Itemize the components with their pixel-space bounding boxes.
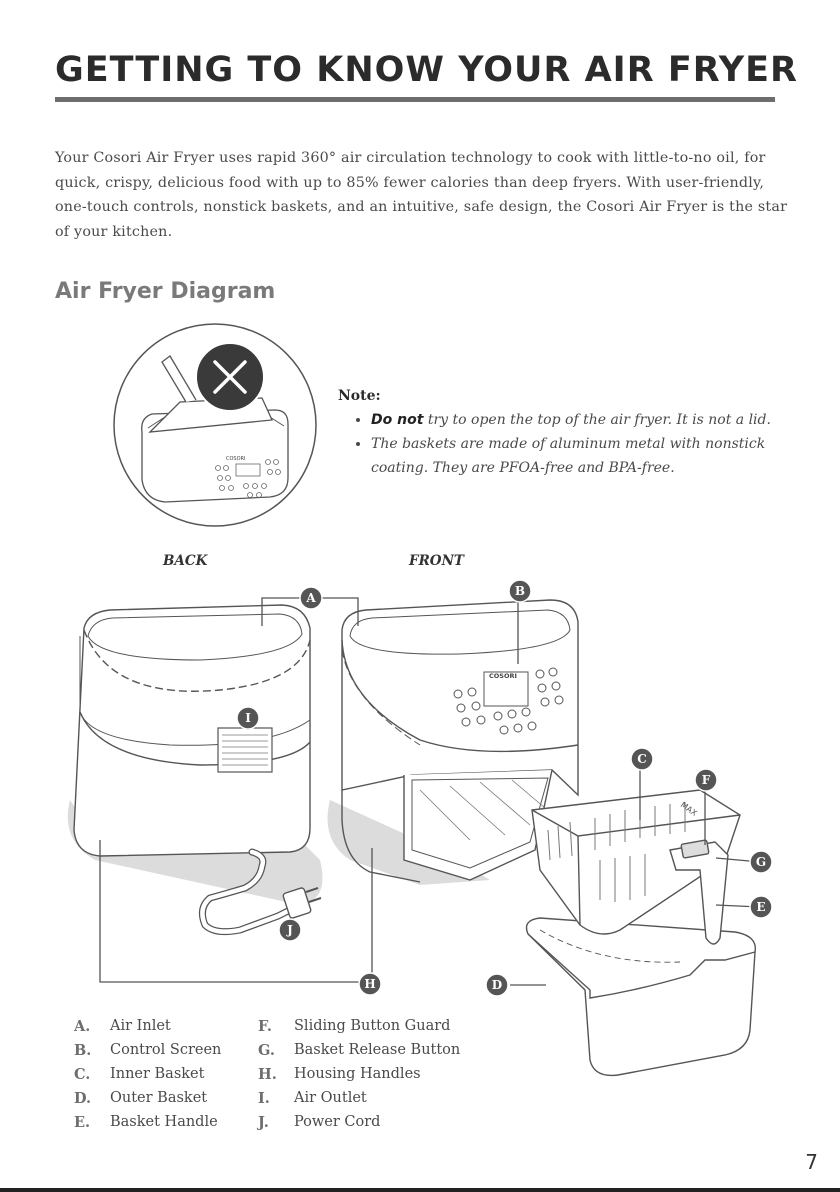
part-row: A. Air Inlet xyxy=(74,1018,221,1042)
note-item: The baskets are made of aluminum metal w… xyxy=(371,432,808,480)
title-underline xyxy=(55,97,775,102)
sliding-button-guard xyxy=(680,839,710,859)
front-view-label: FRONT xyxy=(409,553,464,569)
outer-basket xyxy=(525,917,757,1077)
control-screen xyxy=(483,671,529,707)
part-letter: B. xyxy=(74,1042,92,1059)
part-name: Inner Basket xyxy=(110,1066,205,1082)
part-name: Power Cord xyxy=(294,1114,381,1130)
callout-b: B xyxy=(508,579,532,603)
callout-i: I xyxy=(236,706,260,730)
svg-text:D: D xyxy=(492,978,502,992)
part-letter: C. xyxy=(74,1066,91,1083)
part-name: Control Screen xyxy=(110,1042,222,1058)
part-name: Basket Release Button xyxy=(294,1042,461,1058)
part-letter: I. xyxy=(258,1090,270,1107)
control-buttons xyxy=(453,667,564,735)
callout-d: D xyxy=(485,973,509,997)
back-view-label: BACK xyxy=(163,553,208,569)
callout-e: E xyxy=(749,895,773,919)
svg-text:H: H xyxy=(364,977,375,991)
part-name: Outer Basket xyxy=(110,1090,208,1106)
part-letter: G. xyxy=(258,1042,275,1059)
svg-text:J: J xyxy=(286,923,293,937)
part-name: Sliding Button Guard xyxy=(294,1018,451,1034)
part-letter: A. xyxy=(74,1018,91,1035)
front-unit: COSORI xyxy=(341,599,579,883)
note-item-text: try to open the top of the air fryer. It… xyxy=(423,412,771,428)
part-letter: J. xyxy=(258,1114,269,1131)
note-list: Do not try to open the top of the air fr… xyxy=(338,408,808,480)
part-name: Basket Handle xyxy=(110,1114,218,1130)
diagram-heading: Air Fryer Diagram xyxy=(55,279,276,304)
part-letter: E. xyxy=(74,1114,91,1131)
svg-text:F: F xyxy=(702,773,711,787)
svg-text:I: I xyxy=(245,711,251,725)
svg-text:E: E xyxy=(756,900,765,914)
bottom-rule xyxy=(0,1188,840,1192)
front-brand-text: COSORI xyxy=(489,672,517,680)
page-title: GETTING TO KNOW YOUR AIR FRYER xyxy=(55,50,798,90)
part-row: I. Air Outlet xyxy=(258,1090,460,1114)
note-box: Note: Do not try to open the top of the … xyxy=(338,388,808,480)
svg-text:B: B xyxy=(515,584,525,598)
part-row: C. Inner Basket xyxy=(74,1066,221,1090)
parts-list-left: A. Air Inlet B. Control Screen C. Inner Bas… xyxy=(74,1018,221,1138)
part-name: Air Inlet xyxy=(110,1018,171,1034)
callout-j: J xyxy=(278,918,302,942)
parts-list-right: F. Sliding Button Guard G. Basket Release … xyxy=(258,1018,460,1138)
intro-paragraph: Your Cosori Air Fryer uses rapid 360° ai… xyxy=(55,150,788,240)
part-row: F. Sliding Button Guard xyxy=(258,1018,460,1042)
svg-text:C: C xyxy=(637,752,647,766)
note-title: Note: xyxy=(338,388,381,404)
callout-c: C xyxy=(630,747,654,771)
power-plug xyxy=(282,887,312,919)
page-number: 7 xyxy=(805,1150,818,1174)
callout-h: H xyxy=(358,972,382,996)
note-emphasis: Do not xyxy=(371,412,424,428)
part-letter: H. xyxy=(258,1066,277,1083)
basket-handle xyxy=(669,841,729,945)
part-letter: F. xyxy=(258,1018,272,1035)
part-row: B. Control Screen xyxy=(74,1042,221,1066)
inset-buttons xyxy=(215,459,281,498)
callout-g: G xyxy=(749,850,773,874)
note-item: Do not try to open the top of the air fr… xyxy=(371,408,808,432)
part-row: J. Power Cord xyxy=(258,1114,460,1138)
lid-warning-inset: COSORI xyxy=(113,323,317,527)
part-name: Air Outlet xyxy=(294,1090,367,1106)
back-unit xyxy=(73,604,322,936)
part-row: G. Basket Release Button xyxy=(258,1042,460,1066)
svg-text:A: A xyxy=(305,591,316,605)
do-not-open-icon xyxy=(195,342,265,412)
part-letter: D. xyxy=(74,1090,92,1107)
svg-text:G: G xyxy=(756,855,766,869)
callout-a: A xyxy=(299,586,323,610)
part-row: H. Housing Handles xyxy=(258,1066,460,1090)
part-row: E. Basket Handle xyxy=(74,1114,221,1138)
callout-f: F xyxy=(694,768,718,792)
part-name: Housing Handles xyxy=(294,1066,421,1082)
part-row: D. Outer Basket xyxy=(74,1090,221,1114)
inset-brand-text: COSORI xyxy=(226,456,246,462)
